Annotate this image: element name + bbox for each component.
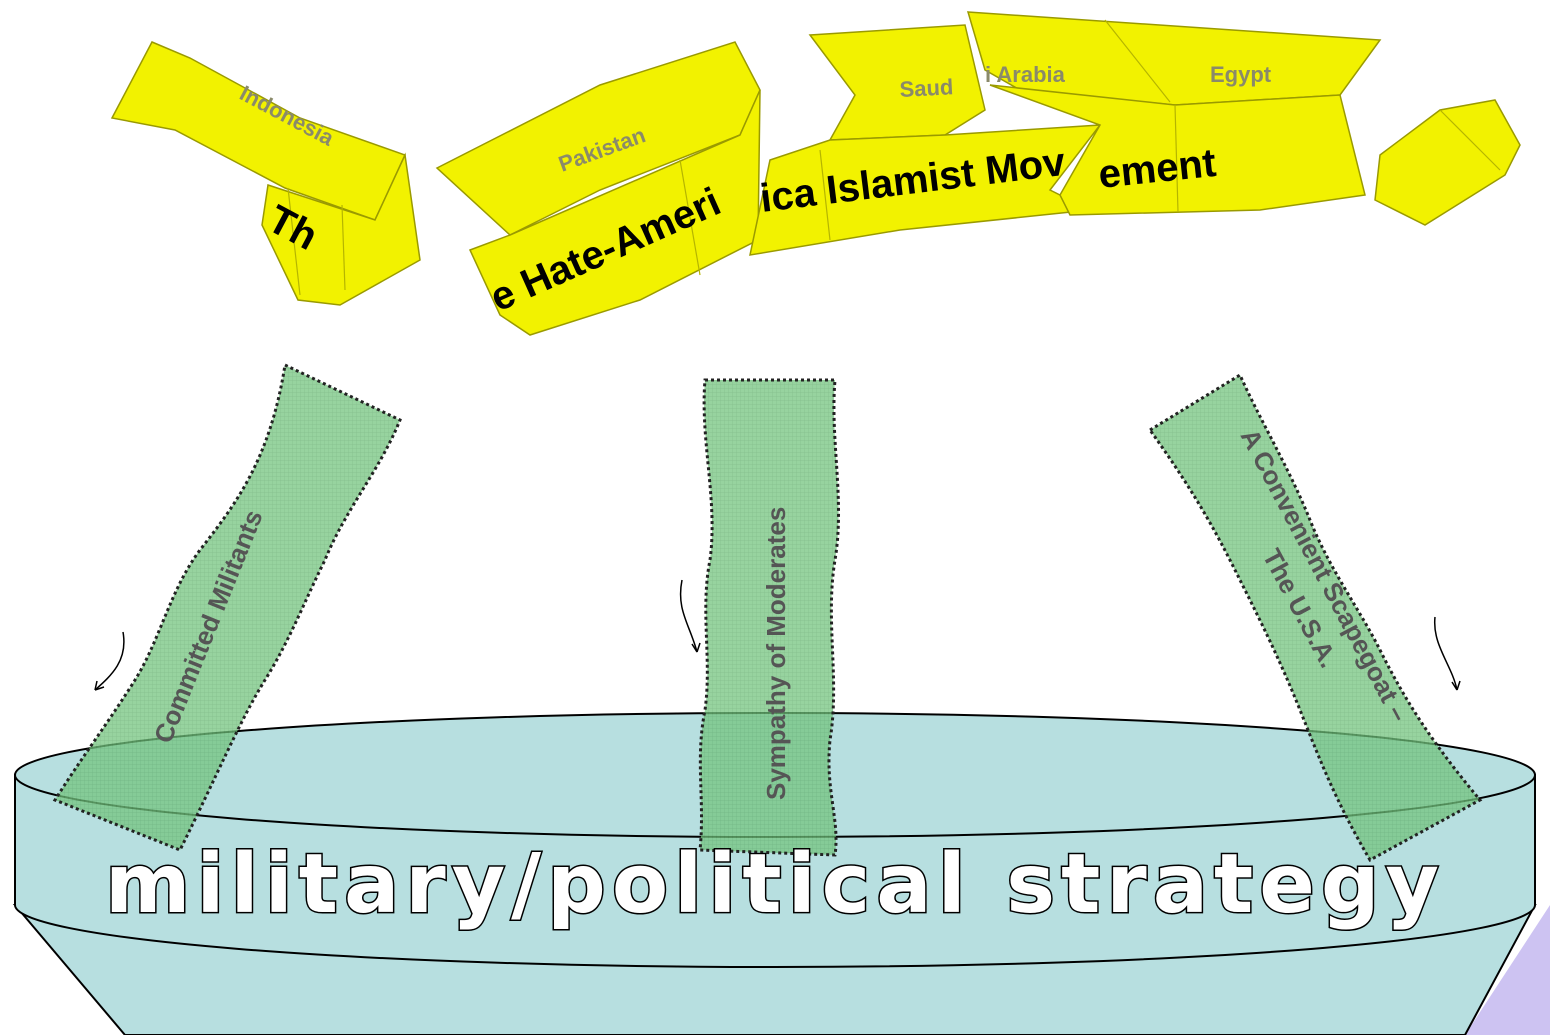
side-panel — [1465, 905, 1550, 1035]
broken-band: Indonesia Th Pakistan e Hate-Ameri Saud … — [110, 11, 1521, 336]
motion-arrows — [94, 579, 1461, 691]
strip-sympathy-moderates: Sympathy of Moderates — [698, 378, 840, 857]
band-segment-pakistan: Pakistan e Hate-Ameri — [435, 41, 761, 336]
band-seg-face — [261, 152, 421, 306]
arrow-left-icon — [94, 631, 125, 691]
band-seg-face — [989, 84, 1366, 216]
band-seg-face — [749, 124, 1102, 256]
country-saudi-part1: Saud — [899, 74, 954, 102]
band-segment-saudi-left: Saud — [749, 24, 1102, 256]
band-seg-top — [110, 41, 407, 221]
country-saudi-part2: i Arabia — [985, 62, 1066, 87]
arrow-middle-icon — [679, 579, 698, 653]
strip-label-moderates: Sympathy of Moderates — [761, 507, 791, 800]
arrow-right-icon — [1434, 616, 1458, 691]
strip-shape — [52, 362, 402, 852]
bowl-label: military/political strategy — [105, 837, 1445, 932]
band-segment-saudi-egypt: i Arabia Egypt — [966, 11, 1382, 216]
band-segment-indonesia: Indonesia Th — [110, 41, 421, 306]
country-egypt: Egypt — [1210, 62, 1272, 87]
band-seg-top — [808, 24, 986, 141]
strip-shape — [1147, 372, 1483, 863]
band-segment-end — [1374, 99, 1521, 226]
band-seg-cap — [1374, 99, 1521, 226]
strip-shape — [698, 378, 840, 857]
